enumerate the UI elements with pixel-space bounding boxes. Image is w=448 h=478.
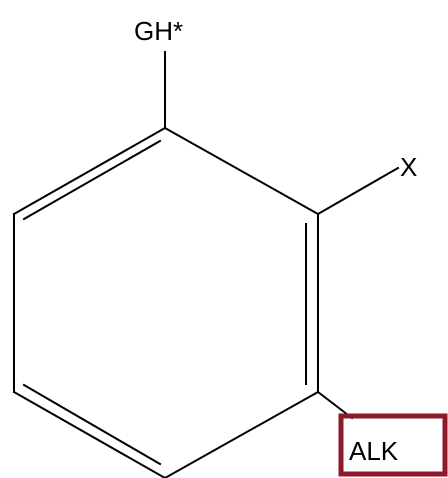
substituent-bond-right [316, 166, 400, 216]
substituent-label-right: X [400, 152, 417, 182]
ring-bond-top-left-inner [22, 139, 162, 221]
substituent-label-bottom-right: ALK [349, 436, 399, 466]
ring-bond-top-left [12, 126, 167, 216]
ring-bond-bottom-left-inner [22, 383, 162, 466]
ring-bond-top-right [163, 126, 320, 216]
ring-bond-bottom-right [163, 390, 320, 478]
ring-bond-bottom-left [12, 390, 167, 478]
substituent-label-top: GH* [134, 16, 183, 46]
highlight-box [338, 413, 448, 477]
